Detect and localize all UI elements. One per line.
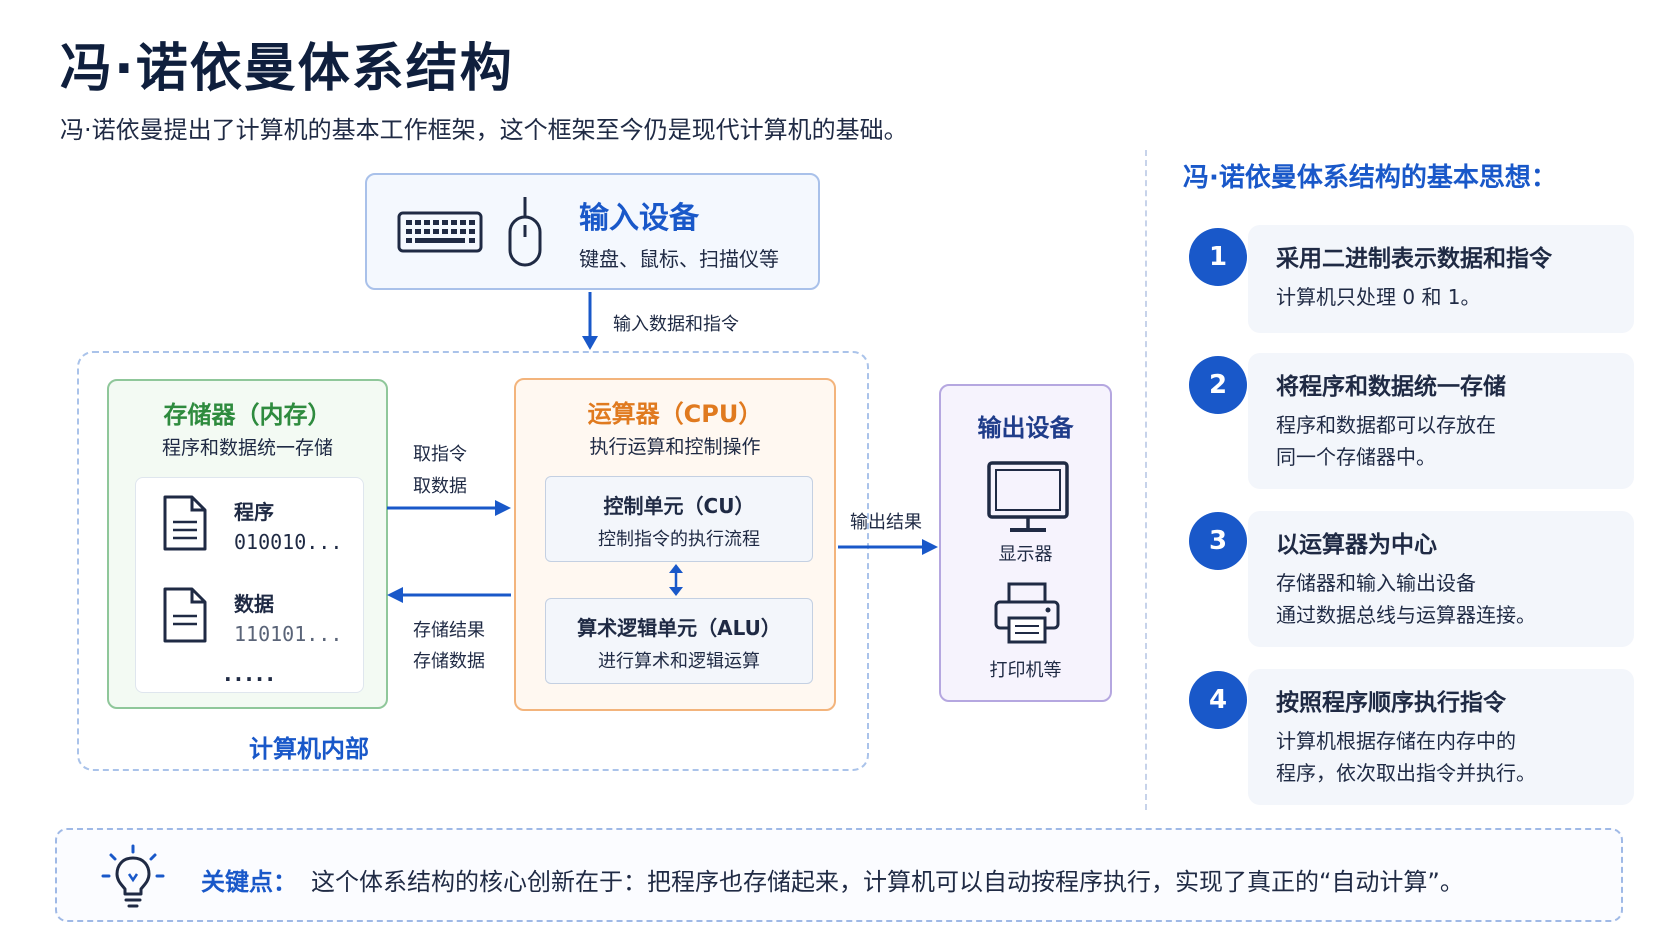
printer-icon xyxy=(994,582,1060,644)
principle-title: 采用二进制表示数据和指令 xyxy=(1276,246,1552,272)
printer-label: 打印机等 xyxy=(989,660,1062,681)
input-arrow-label: 输入数据和指令 xyxy=(613,314,739,335)
lightbulb-icon xyxy=(101,844,165,908)
fetch-instruction-label: 取指令 xyxy=(413,444,467,465)
alu-title: 算术逻辑单元（ALU） xyxy=(577,616,781,640)
principle-card-2: 将程序和数据统一存储 程序和数据都可以存放在 同一个存储器中。 xyxy=(1248,353,1634,489)
store-data-label: 存储数据 xyxy=(413,651,485,672)
principle-desc-line: 计算机只处理 0 和 1。 xyxy=(1276,285,1481,309)
principle-desc-line: 通过数据总线与运算器连接。 xyxy=(1276,603,1536,627)
output-arrow xyxy=(838,539,938,555)
data-label: 数据 xyxy=(234,592,274,616)
fetch-data-label: 取数据 xyxy=(413,476,467,497)
vertical-divider xyxy=(1145,150,1147,810)
principle-card-1: 采用二进制表示数据和指令 计算机只处理 0 和 1。 xyxy=(1248,225,1634,333)
principle-number-1: 1 xyxy=(1189,228,1247,286)
monitor-label: 显示器 xyxy=(998,544,1053,565)
store-arrow xyxy=(387,587,511,603)
output-device-box: 输出设备 显示器 打印机等 xyxy=(939,384,1112,702)
principle-title: 将程序和数据统一存储 xyxy=(1276,374,1506,400)
key-point-box: 关键点： 这个体系结构的核心创新在于：把程序也存储起来，计算机可以自动按程序执行… xyxy=(55,828,1623,922)
principle-number-2: 2 xyxy=(1189,356,1247,414)
computer-internal-box: 计算机内部 xyxy=(77,351,869,771)
principle-number-4: 4 xyxy=(1189,671,1247,729)
output-arrow-label: 输出结果 xyxy=(850,512,922,533)
principle-desc-line: 计算机根据存储在内存中的 xyxy=(1276,729,1516,753)
program-label: 程序 xyxy=(234,500,274,524)
principle-card-4: 按照程序顺序执行指令 计算机根据存储在内存中的 程序，依次取出指令并执行。 xyxy=(1248,669,1634,805)
program-bits: 010010... xyxy=(234,530,343,554)
data-bits: 110101... xyxy=(234,622,343,646)
principle-title: 以运算器为中心 xyxy=(1276,532,1437,558)
key-point-text: 这个体系结构的核心创新在于：把程序也存储起来，计算机可以自动按程序执行，实现了真… xyxy=(311,868,1464,896)
mouse-icon xyxy=(508,197,542,267)
principle-number-3: 3 xyxy=(1189,512,1247,570)
output-device-title: 输出设备 xyxy=(977,414,1074,442)
key-point-label: 关键点： xyxy=(201,868,297,896)
more-ellipsis: ..... xyxy=(224,662,277,686)
memory-subtitle: 程序和数据统一存储 xyxy=(161,437,333,459)
store-result-label: 存储结果 xyxy=(413,620,485,641)
page-title: 冯·诺依曼体系结构 xyxy=(60,39,514,99)
fetch-arrow xyxy=(387,500,511,516)
control-unit-title: 控制单元（CU） xyxy=(603,494,755,518)
control-unit-box: 控制单元（CU） 控制指令的执行流程 xyxy=(545,476,813,562)
principle-desc-line: 程序和数据都可以存放在 xyxy=(1276,413,1496,437)
page-subtitle: 冯·诺依曼提出了计算机的基本工作框架，这个框架至今仍是现代计算机的基础。 xyxy=(60,116,908,144)
control-unit-desc: 控制指令的执行流程 xyxy=(598,529,760,550)
memory-title: 存储器（内存） xyxy=(163,401,332,429)
document-icon xyxy=(163,495,207,551)
memory-box: 存储器（内存） 程序和数据统一存储 程序 010010... 数据 110101… xyxy=(107,379,388,709)
cpu-box: 运算器（CPU） 执行运算和控制操作 控制单元（CU） 控制指令的执行流程 算术… xyxy=(514,378,836,711)
principle-card-3: 以运算器为中心 存储器和输入输出设备 通过数据总线与运算器连接。 xyxy=(1248,511,1634,647)
alu-desc: 进行算术和逻辑运算 xyxy=(598,651,760,672)
bidirectional-arrow-icon xyxy=(669,564,683,596)
keyboard-icon xyxy=(397,211,483,253)
principle-title: 按照程序顺序执行指令 xyxy=(1276,690,1506,716)
input-device-box: 输入设备 键盘、鼠标、扫描仪等 xyxy=(365,173,820,290)
cpu-title: 运算器（CPU） xyxy=(587,400,763,428)
document-icon xyxy=(163,587,207,643)
input-device-desc: 键盘、鼠标、扫描仪等 xyxy=(579,247,779,271)
principle-desc-line: 存储器和输入输出设备 xyxy=(1276,571,1476,595)
memory-contents: 程序 010010... 数据 110101... ..... xyxy=(135,477,364,693)
monitor-icon xyxy=(987,461,1069,532)
input-device-title: 输入设备 xyxy=(579,201,699,236)
computer-internal-label: 计算机内部 xyxy=(249,735,369,763)
principle-desc-line: 同一个存储器中。 xyxy=(1276,445,1436,469)
principle-desc-line: 程序，依次取出指令并执行。 xyxy=(1276,761,1536,785)
alu-box: 算术逻辑单元（ALU） 进行算术和逻辑运算 xyxy=(545,598,813,684)
cpu-subtitle: 执行运算和控制操作 xyxy=(589,436,761,458)
principles-title: 冯·诺依曼体系结构的基本思想： xyxy=(1183,163,1557,193)
input-arrow xyxy=(582,292,598,350)
